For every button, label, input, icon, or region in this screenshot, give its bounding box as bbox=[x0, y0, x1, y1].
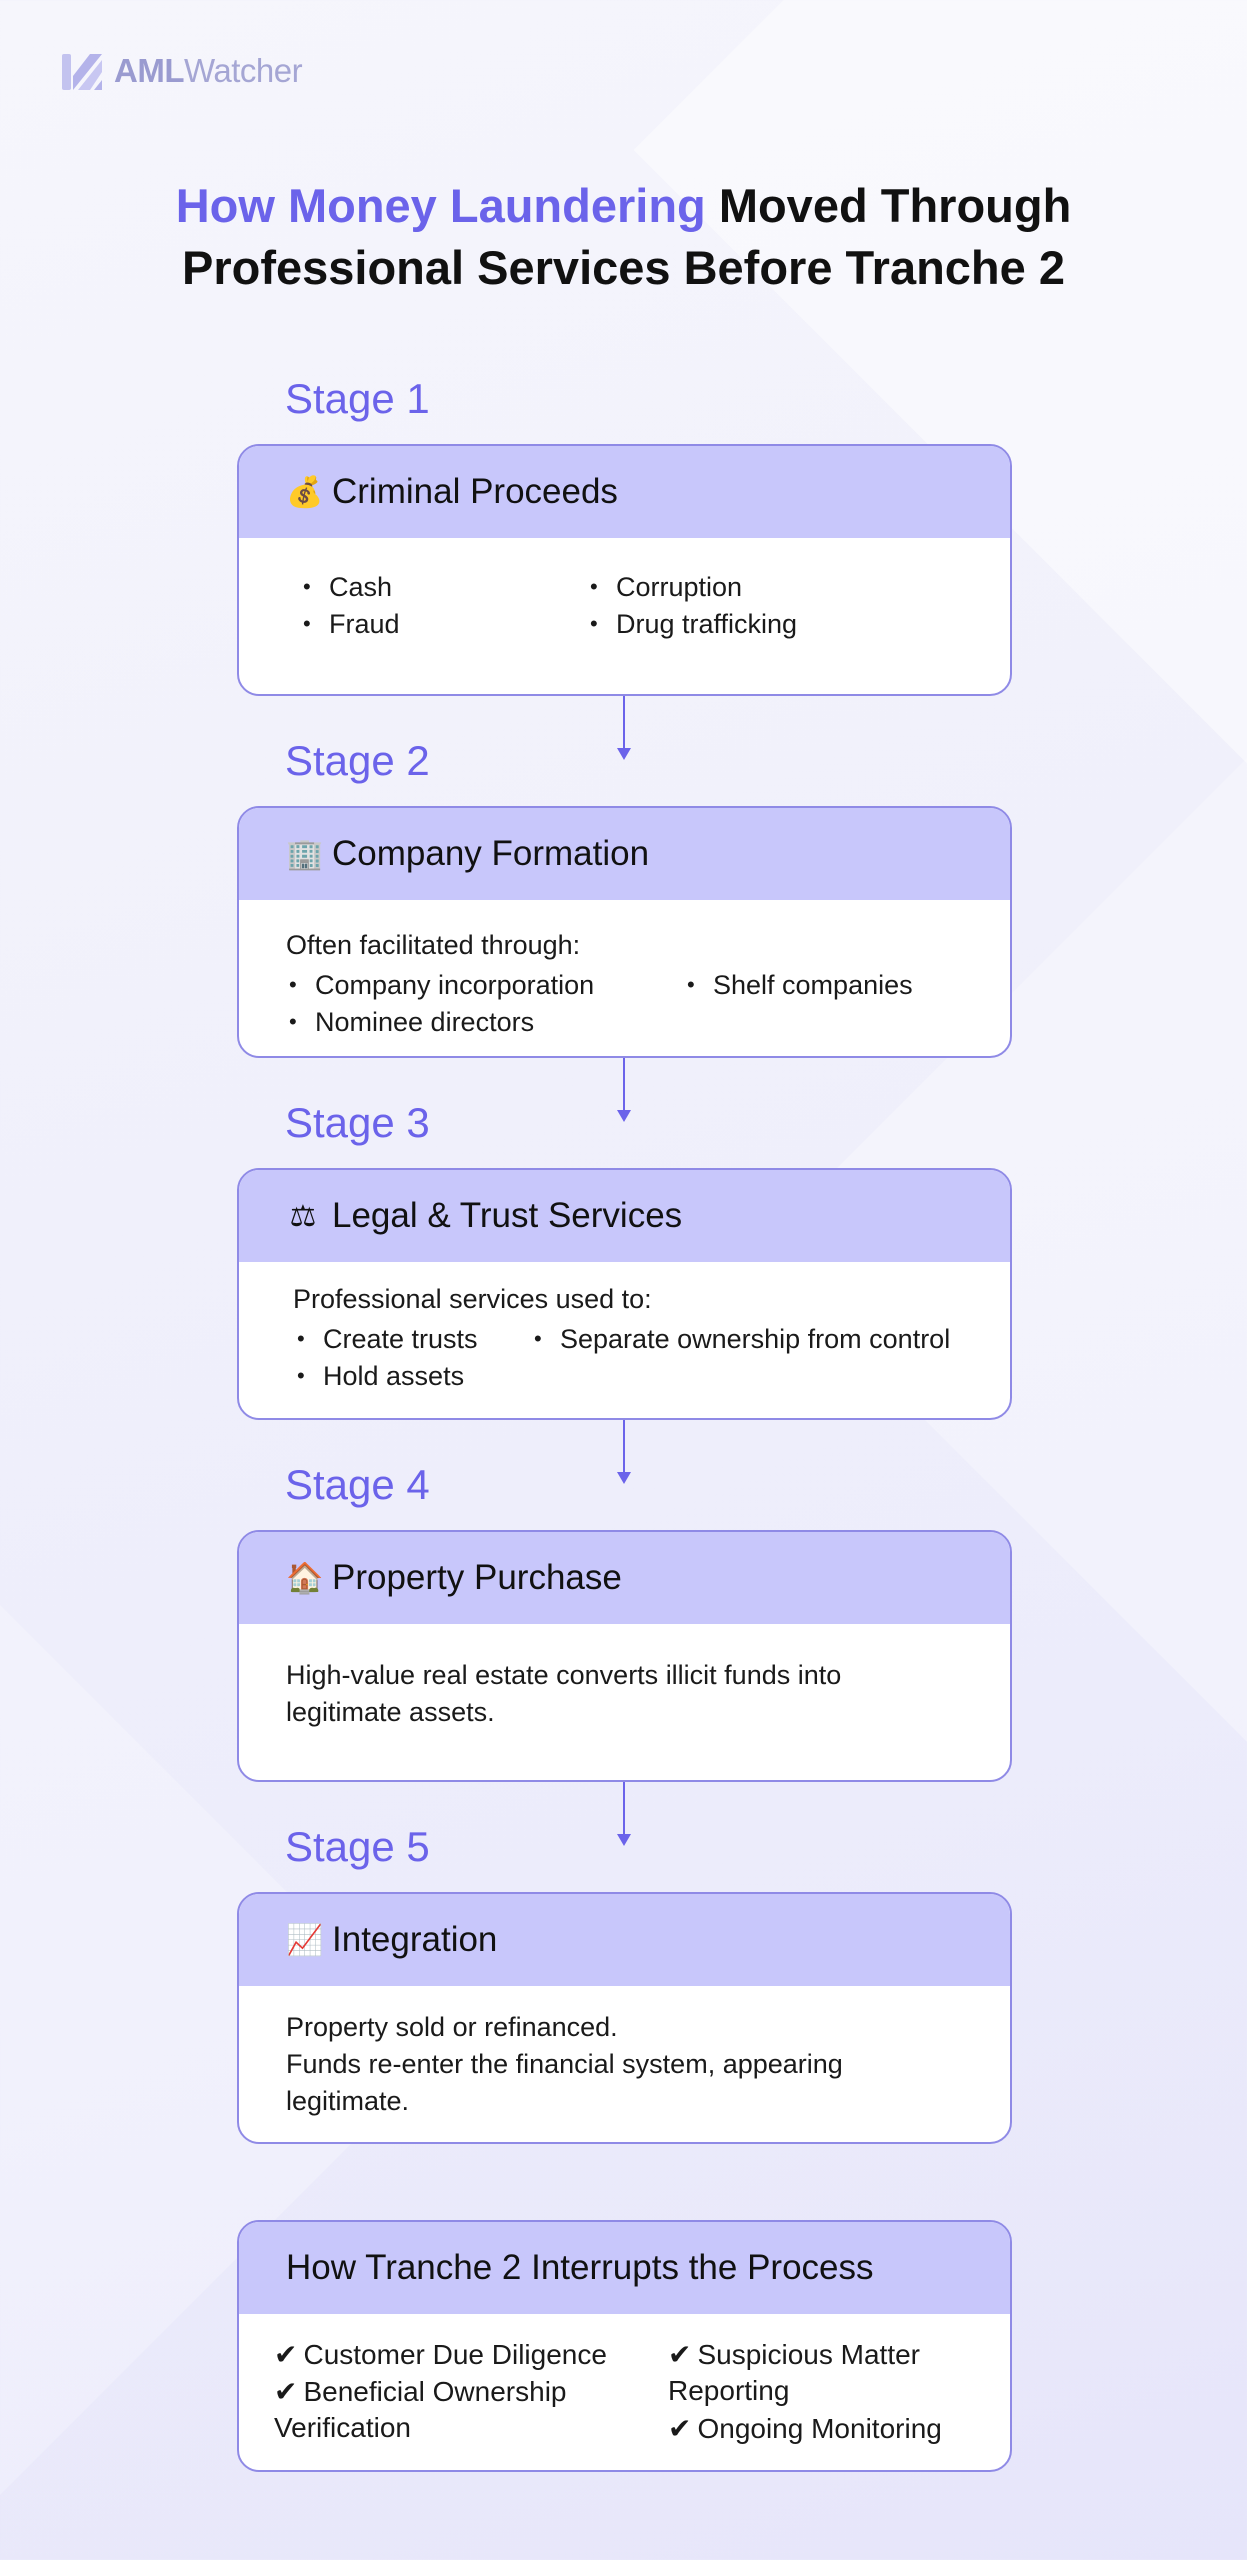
office-building-icon: 🏢 bbox=[286, 836, 324, 872]
stage-2-intro: Often facilitated through: bbox=[286, 930, 581, 960]
stage-5-header: 📈 Integration bbox=[239, 1894, 1010, 1986]
house-icon: 🏠 bbox=[286, 1560, 324, 1596]
stage-4-text: High-value real estate converts illicit … bbox=[286, 1657, 841, 1731]
stage-3-intro: Professional services used to: bbox=[293, 1284, 652, 1314]
stage-5-label: Stage 5 bbox=[285, 1823, 430, 1870]
check-icon: ✔ bbox=[274, 2338, 298, 2371]
stage-1-header: 💰 Criminal Proceeds bbox=[239, 446, 1010, 538]
stage-2-label: Stage 2 bbox=[285, 737, 430, 784]
list-item: Corruption bbox=[590, 572, 742, 603]
flow-arrow bbox=[617, 1782, 631, 1846]
list-item: Create trusts bbox=[297, 1324, 477, 1355]
tranche-2-heading: How Tranche 2 Interrupts the Process bbox=[286, 2248, 874, 2287]
list-item: Hold assets bbox=[297, 1361, 464, 1392]
stage-3-heading: Legal & Trust Services bbox=[332, 1196, 683, 1235]
check-item: ✔Beneficial Ownership bbox=[274, 2375, 567, 2408]
check-icon: ✔ bbox=[668, 2412, 692, 2445]
list-item: Cash bbox=[303, 572, 392, 603]
list-item: Fraud bbox=[303, 609, 399, 640]
text-line: Property sold or refinanced. bbox=[286, 2012, 618, 2042]
stage-1-label: Stage 1 bbox=[285, 375, 430, 422]
tranche-2-header: How Tranche 2 Interrupts the Process bbox=[239, 2222, 1010, 2314]
list-item: Nominee directors bbox=[289, 1007, 534, 1038]
brand-name: AMLWatcher bbox=[114, 52, 303, 89]
stage-1-heading: Criminal Proceeds bbox=[332, 472, 618, 511]
text-line: High-value real estate converts illicit … bbox=[286, 1660, 842, 1690]
check-item-continuation: Verification bbox=[274, 2412, 411, 2443]
text-line: legitimate assets. bbox=[286, 1697, 495, 1727]
stage-4-heading: Property Purchase bbox=[332, 1558, 622, 1597]
text-line: Funds re-enter the financial system, app… bbox=[286, 2049, 843, 2079]
page-title: How Money Laundering Moved Through Profe… bbox=[0, 175, 1247, 299]
text-line: legitimate. bbox=[286, 2086, 410, 2116]
flow-arrow bbox=[617, 696, 631, 760]
stage-3-header: ⚖ Legal & Trust Services bbox=[239, 1170, 1010, 1262]
check-item: ✔Ongoing Monitoring bbox=[668, 2412, 942, 2445]
check-icon: ✔ bbox=[668, 2338, 692, 2371]
stage-3-label: Stage 3 bbox=[285, 1099, 430, 1146]
flow-arrow bbox=[617, 1058, 631, 1122]
title-line2: Professional Services Before Tranche 2 bbox=[182, 241, 1065, 294]
brand-logo[interactable]: AMLWatcher bbox=[62, 50, 303, 92]
chart-increasing-icon: 📈 bbox=[286, 1922, 324, 1958]
scales-icon: ⚖ bbox=[289, 1198, 317, 1234]
stage-5-text: Property sold or refinanced. Funds re-en… bbox=[286, 2009, 843, 2120]
list-item: Shelf companies bbox=[687, 970, 913, 1001]
money-bag-icon: 💰 bbox=[286, 474, 324, 510]
aml-watcher-logo-icon bbox=[62, 54, 102, 90]
title-accent: How Money Laundering bbox=[175, 179, 706, 232]
flow-arrow bbox=[617, 1420, 631, 1484]
list-item: Drug trafficking bbox=[590, 609, 797, 640]
stage-4-card: 🏠 Property Purchase High-value real esta… bbox=[237, 1530, 1012, 1782]
tranche-2-card: How Tranche 2 Interrupts the Process ✔Cu… bbox=[237, 2220, 1012, 2472]
list-item: Company incorporation bbox=[289, 970, 594, 1001]
check-icon: ✔ bbox=[274, 2375, 298, 2408]
stage-1-card: 💰 Criminal Proceeds Cash Fraud Corruptio… bbox=[237, 444, 1012, 696]
stage-5-heading: Integration bbox=[332, 1920, 498, 1959]
check-item-continuation: Reporting bbox=[668, 2375, 790, 2406]
stage-2-heading: Company Formation bbox=[332, 834, 650, 873]
check-item: ✔Customer Due Diligence bbox=[274, 2338, 607, 2371]
stage-2-card: 🏢 Company Formation Often facilitated th… bbox=[237, 806, 1012, 1058]
stage-3-card: ⚖ Legal & Trust Services Professional se… bbox=[237, 1168, 1012, 1420]
stage-4-header: 🏠 Property Purchase bbox=[239, 1532, 1010, 1624]
check-item: ✔Suspicious Matter bbox=[668, 2338, 921, 2371]
stage-2-header: 🏢 Company Formation bbox=[239, 808, 1010, 900]
title-line1-rest: Moved Through bbox=[705, 179, 1072, 232]
list-item: Separate ownership from control bbox=[534, 1324, 950, 1355]
stage-5-card: 📈 Integration Property sold or refinance… bbox=[237, 1892, 1012, 2144]
stage-4-label: Stage 4 bbox=[285, 1461, 430, 1508]
